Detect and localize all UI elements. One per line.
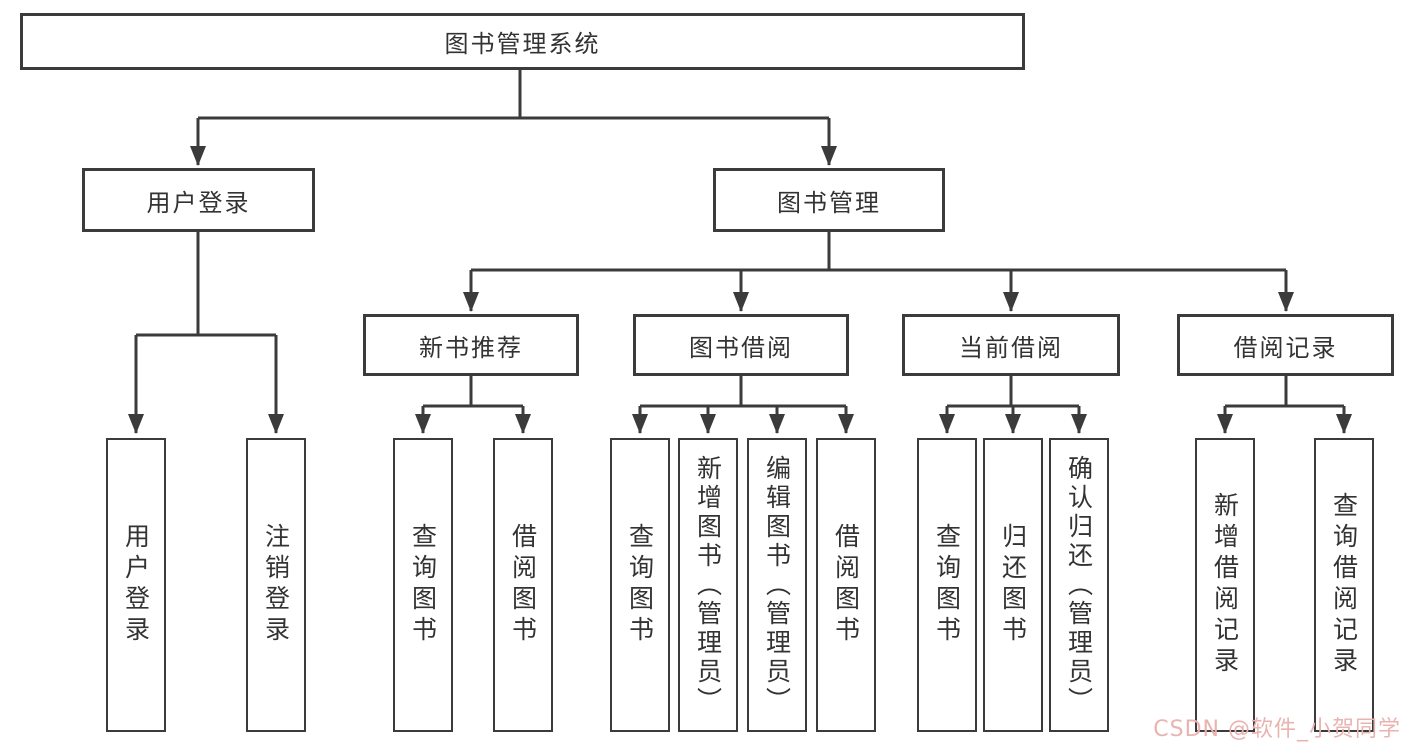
leaf-return-book: 归还图书 [983,438,1043,732]
leaf-label: 编辑图书（管理员） [762,454,792,716]
leaf-label: 查询图书 [625,523,655,647]
leaf-edit-book-admin: 编辑图书（管理员） [747,438,807,732]
leaf-query-books-recommend: 查询图书 [393,438,453,732]
leaf-user-login: 用户登录 [106,438,166,732]
leaf-logout: 注销登录 [246,438,306,732]
leaf-label: 新增借阅记录 [1210,492,1240,678]
node-book-management: 图书管理 [713,168,945,232]
leaf-query-borrow-record: 查询借阅记录 [1314,438,1374,732]
node-label: 图书管理 [777,188,881,217]
leaf-label: 查询图书 [932,523,962,647]
leaf-label: 新增图书（管理员） [693,454,723,716]
node-book-borrow: 图书借阅 [633,314,849,376]
node-current-borrow: 当前借阅 [902,314,1120,376]
leaf-borrow-books: 借阅图书 [816,438,876,732]
leaf-add-book-admin: 新增图书（管理员） [678,438,738,732]
node-library-management-system: 图书管理系统 [20,13,1025,70]
node-label: 当前借阅 [959,333,1063,362]
watermark-text: CSDN @软件_小贺同学 [1153,717,1401,742]
leaf-query-books-borrow: 查询图书 [610,438,670,732]
leaf-borrow-books-recommend: 借阅图书 [493,438,553,732]
leaf-label: 用户登录 [121,523,151,647]
leaf-label: 借阅图书 [831,523,861,647]
leaf-label: 查询借阅记录 [1329,492,1359,678]
node-borrow-records: 借阅记录 [1177,314,1394,376]
leaf-label: 借阅图书 [508,523,538,647]
leaf-label: 确认归还（管理员） [1064,454,1094,716]
leaf-add-borrow-record: 新增借阅记录 [1195,438,1255,732]
leaf-label: 归还图书 [998,523,1028,647]
node-label: 新书推荐 [419,333,523,362]
node-label: 用户登录 [146,188,251,217]
node-label: 图书借阅 [689,333,793,362]
node-label: 图书管理系统 [444,30,601,58]
leaf-label: 查询图书 [408,523,438,647]
node-user-login-module: 用户登录 [82,168,315,232]
leaf-label: 注销登录 [261,523,291,647]
leaf-query-books-current: 查询图书 [917,438,977,732]
node-new-book-recommend: 新书推荐 [363,314,579,376]
node-label: 借阅记录 [1233,333,1338,362]
leaf-confirm-return-admin: 确认归还（管理员） [1049,438,1109,732]
